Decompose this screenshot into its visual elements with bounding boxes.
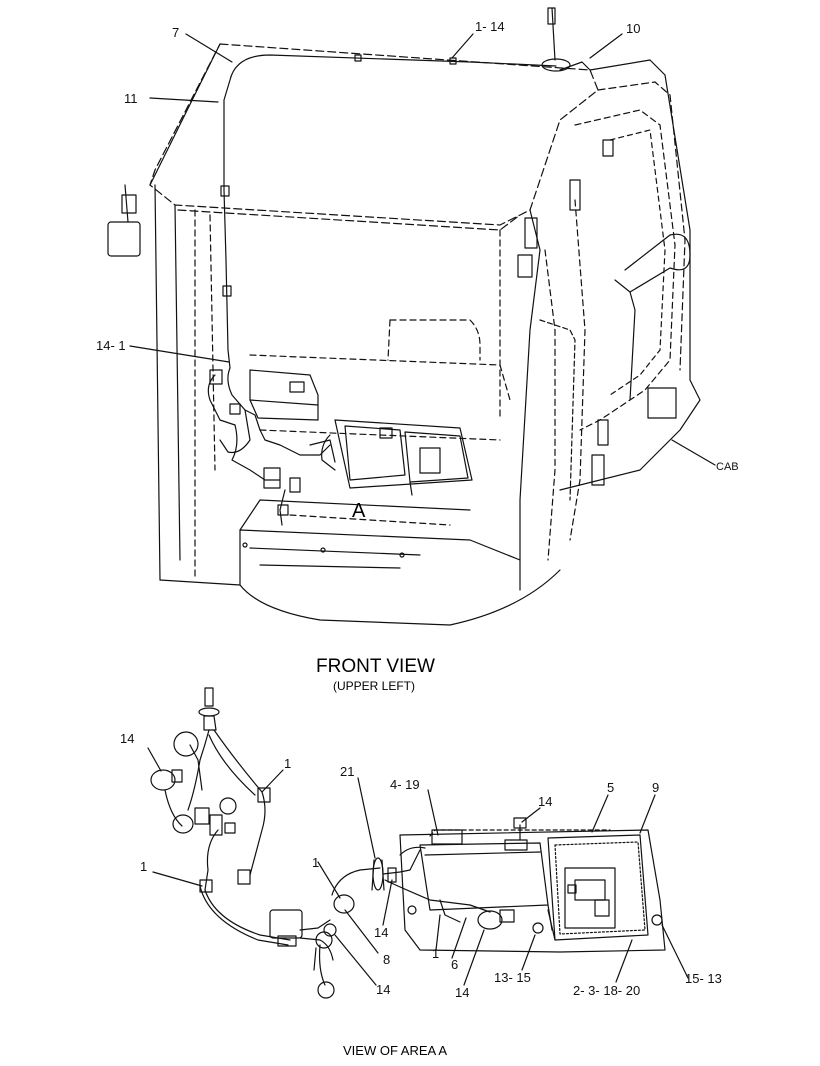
- callout-10: 10: [626, 21, 641, 36]
- callout-14-c: 14: [374, 925, 389, 940]
- callout-14-b: 14: [538, 794, 553, 809]
- callout-8: 8: [383, 952, 391, 967]
- front-view-title: FRONT VIEW: [316, 656, 435, 677]
- callout-5: 5: [607, 780, 615, 795]
- callout-7: 7: [172, 25, 180, 40]
- callout-1-14: 1- 14: [475, 19, 505, 34]
- callout-1-c: 1: [312, 855, 320, 870]
- callout-cab: CAB: [716, 461, 739, 473]
- callout-1-d: 1: [432, 946, 440, 961]
- view-of-area-a: [148, 688, 688, 998]
- callout-14-a: 14: [120, 731, 135, 746]
- callout-11: 11: [124, 91, 138, 106]
- cab-front-view: [108, 8, 715, 625]
- callout-15-13: 15- 13: [685, 971, 722, 986]
- callout-9: 9: [652, 780, 660, 795]
- view-of-area-a-title: VIEW OF AREA A: [343, 1043, 448, 1058]
- callout-1-a: 1: [284, 756, 292, 771]
- callout-21: 21: [340, 764, 355, 779]
- callout-1-b: 1: [140, 859, 148, 874]
- callout-2-3-18-20: 2- 3- 18- 20: [573, 983, 641, 998]
- callout-14-d: 14: [376, 982, 391, 997]
- callout-13-15: 13- 15: [494, 970, 531, 985]
- callout-14-1: 14- 1: [96, 338, 126, 353]
- front-view-subtitle: (UPPER LEFT): [333, 679, 416, 693]
- callout-4-19: 4- 19: [390, 777, 420, 792]
- area-a-marker: A: [352, 500, 366, 522]
- callout-14-e: 14: [455, 985, 470, 1000]
- callout-6: 6: [451, 957, 459, 972]
